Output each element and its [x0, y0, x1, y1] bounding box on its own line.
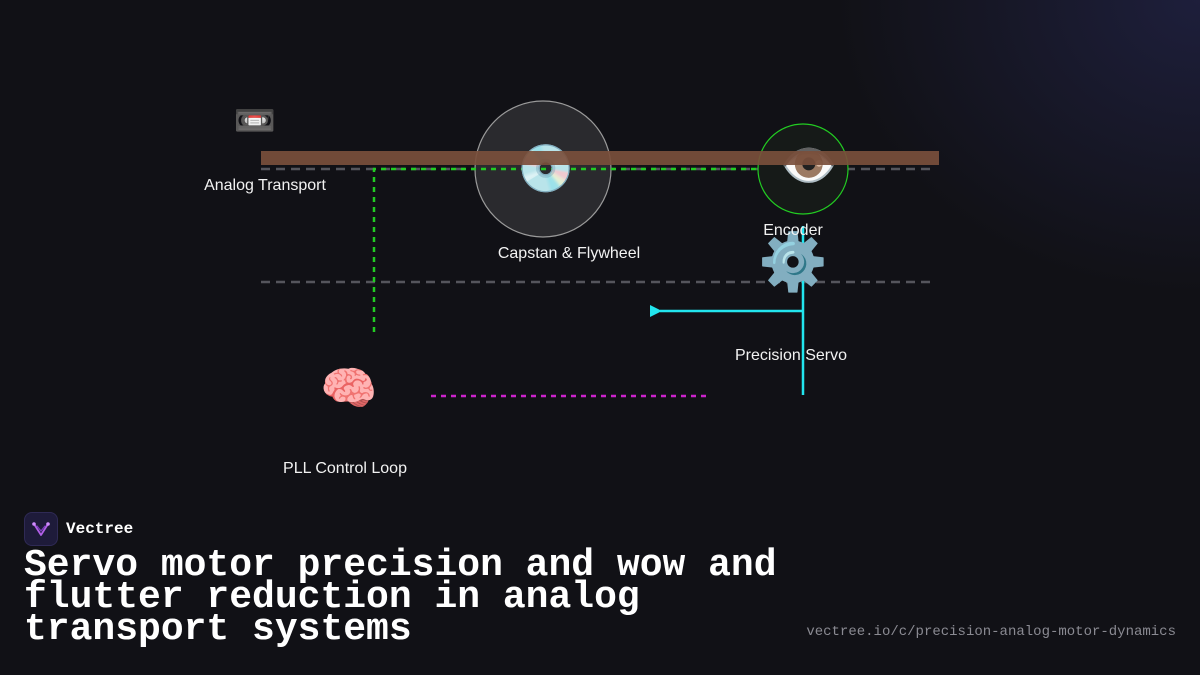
brand-logo-mark: [32, 522, 50, 536]
analog-transport-label: Analog Transport: [204, 177, 326, 194]
brain-icon: 🧠: [320, 361, 378, 415]
page-title: Servo motor precision and wow and flutte…: [24, 544, 777, 651]
encoder-label: Encoder: [763, 222, 823, 239]
brand-name: Vectree: [66, 520, 134, 538]
brand: Vectree: [24, 512, 133, 546]
precision-servo-label: Precision Servo: [734, 347, 848, 364]
source-url: vectree.io/c/precision-analog-motor-dyna…: [806, 624, 1176, 640]
brand-logo: [24, 512, 58, 546]
gear-icon: ⚙️: [758, 230, 828, 295]
green-feedback-link: [372, 167, 758, 332]
tape-path: [261, 151, 939, 165]
encoder-circle: [757, 123, 849, 215]
capstan-flywheel-label: Capstan & Flywheel: [497, 245, 641, 262]
pll-control-loop-label: PLL Control Loop: [283, 460, 407, 477]
videocassette-icon: 📼: [233, 101, 277, 141]
